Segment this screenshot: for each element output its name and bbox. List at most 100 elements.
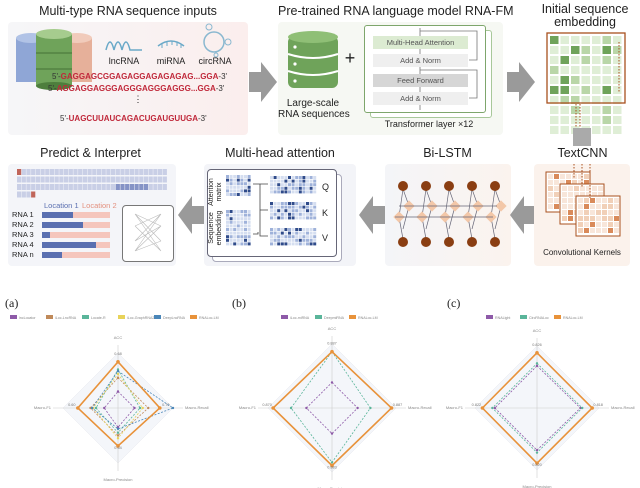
sequence-token	[120, 184, 125, 190]
embedding-cell	[592, 126, 601, 134]
sequence-token	[40, 184, 45, 190]
radar-point	[94, 406, 98, 410]
embedding-cell	[571, 86, 580, 94]
attention-matrix-cell	[226, 175, 229, 178]
embedding-cell	[571, 76, 580, 84]
embedding-cell	[613, 126, 622, 134]
qkv-matrix-cell	[277, 176, 281, 179]
qkv-matrix-cell	[302, 186, 306, 190]
kernel-cell	[584, 198, 589, 203]
database-icon	[287, 31, 339, 88]
qkv-matrix-cell	[295, 176, 299, 179]
sequence-embedding-cell	[233, 210, 237, 213]
kernel-cell	[614, 198, 619, 203]
qkv-matrix-cell	[273, 238, 277, 242]
qkv-matrix-cell	[273, 186, 277, 190]
kernel-cell	[578, 204, 583, 209]
prediction-row-label: RNA 3	[12, 230, 34, 239]
sequence-embedding-cell	[240, 210, 244, 213]
sequence-token	[26, 184, 31, 190]
kernel-cell	[596, 204, 601, 209]
qkv-matrix-cell	[306, 238, 309, 242]
embedding-cell	[550, 56, 559, 64]
embedding-cell	[560, 106, 569, 114]
sequence-token	[87, 169, 92, 175]
qkv-matrix-cell	[313, 202, 317, 205]
forward-cell	[495, 200, 507, 212]
sequence-embedding-cell	[247, 238, 251, 242]
kernel-cell	[608, 228, 613, 233]
qkv-matrix-cell	[277, 190, 281, 194]
sequence-token	[68, 176, 73, 183]
embedding-cell	[581, 36, 590, 44]
attention-matrix-cell	[240, 175, 244, 178]
qkv-matrix-cell	[284, 231, 288, 235]
legend-label: CircRNALoc	[529, 316, 549, 320]
sequence-token	[59, 184, 64, 190]
qkv-matrix-cell	[288, 183, 291, 187]
embedding-cell	[613, 116, 622, 124]
circrna-structure-icon	[203, 23, 232, 58]
kernel-cell	[586, 186, 591, 191]
qkv-matrix-cell	[277, 209, 281, 213]
qkv-matrix-cell	[284, 242, 288, 246]
predict-title: Predict & Interpret	[40, 146, 141, 160]
sequence-embedding-cell	[229, 238, 233, 242]
qkv-matrix-cell	[270, 183, 273, 187]
embedding-cell	[592, 76, 601, 84]
radar-point	[116, 434, 120, 437]
qkv-matrix-cell	[288, 235, 291, 239]
qkv-matrix-cell	[313, 231, 317, 235]
attention-matrix-cell	[247, 178, 251, 182]
kernel-cell	[580, 186, 585, 191]
qkv-matrix-cell	[298, 235, 302, 239]
qkv-matrix-cell	[273, 179, 277, 183]
qkv-matrix-cell	[270, 190, 273, 194]
qkv-matrix-cell	[313, 238, 317, 242]
flow-arrow-right-1	[249, 62, 277, 102]
embedding-cell	[560, 126, 569, 134]
radar-axis-label: ACC	[328, 326, 337, 331]
attention-matrix-cell	[244, 178, 247, 182]
sequence-token	[120, 169, 125, 175]
kernel-cell	[578, 210, 583, 215]
qkv-matrix-cell	[277, 242, 281, 246]
qkv-matrix-cell	[277, 216, 281, 220]
label-q: Q	[322, 182, 330, 192]
qkv-matrix-cell	[313, 209, 317, 213]
sequence-embedding-cell	[226, 217, 229, 221]
attention-matrix-cell	[226, 193, 229, 196]
sequence-token	[45, 176, 50, 183]
qkv-matrix-cell	[288, 176, 291, 179]
radar-point	[116, 427, 120, 431]
sequence-embedding-cell	[236, 238, 240, 242]
qkv-matrix-cell	[298, 183, 302, 187]
qkv-matrix-cell	[280, 216, 284, 220]
kernel-cell	[548, 186, 553, 191]
kernel-cell	[568, 216, 573, 221]
sequence-token	[21, 176, 26, 183]
sequence-token	[78, 169, 83, 175]
qkv-matrix-cell	[313, 216, 317, 220]
radar-series-polygon	[103, 390, 136, 428]
attention-card: Attention matrix Sequence embedding Q K …	[207, 169, 337, 257]
qkv-matrix-cell	[273, 202, 277, 205]
radar-point	[535, 451, 539, 454]
sequence-embedding-cell	[244, 210, 247, 213]
sequence-embedding-cell	[226, 228, 229, 231]
qkv-matrix-cell	[270, 212, 273, 216]
label-v: V	[322, 233, 329, 243]
sequence-token	[45, 184, 50, 190]
radar-value-label: 0.818	[593, 403, 603, 407]
sequence-embedding-cell	[247, 217, 251, 221]
kernel-cell	[602, 204, 607, 209]
block-feed-forward: Feed Forward	[373, 74, 468, 87]
kernel-cell	[554, 198, 559, 203]
sequence-token	[139, 184, 144, 190]
sequence-token	[158, 176, 163, 183]
radar-value-label: 0.820	[532, 463, 542, 467]
qkv-matrix-cell	[302, 212, 306, 216]
qkv-matrix-cell	[313, 242, 317, 246]
embedding-cell	[550, 66, 559, 74]
kernel-cell	[614, 228, 619, 233]
